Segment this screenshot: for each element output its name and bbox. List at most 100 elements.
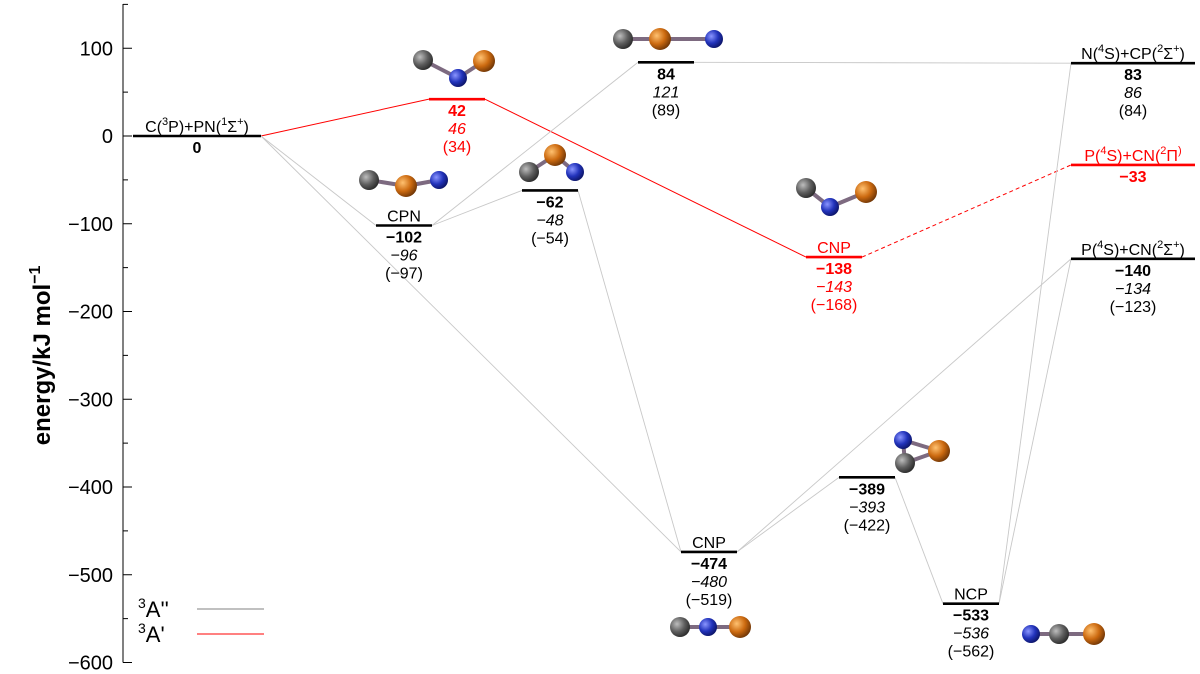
- atom-C: [413, 50, 433, 70]
- energy-paren-ts62: (−54): [531, 230, 569, 247]
- connector-reactants-ts42: [260, 98, 430, 137]
- atom-C: [670, 617, 690, 637]
- y-tick-label: −100: [68, 214, 113, 236]
- atom-P: [649, 28, 671, 50]
- connector-ts84-p1: [693, 61, 1072, 64]
- energy-levels: C(3P)+PN(1Σ+)04246(34)84121(89)CPN−102−9…: [133, 43, 1195, 661]
- energy-alt-ts84: 121: [653, 84, 680, 101]
- energy-paren-cpn: (−97): [385, 266, 423, 283]
- connector-cnp_lin-p3: [736, 258, 1072, 553]
- energy-alt-ts42: 46: [448, 121, 466, 138]
- molecule-ts389: [894, 431, 950, 473]
- y-tick-label: 0: [102, 126, 113, 148]
- atom-N: [894, 431, 912, 449]
- connector-cnp_lin-ts389: [736, 476, 840, 553]
- atom-N: [705, 30, 723, 48]
- atom-P: [395, 175, 417, 197]
- energy-value-ts389: −389: [849, 481, 885, 498]
- atom-P: [473, 50, 495, 72]
- energy-alt-p3: −134: [1115, 281, 1151, 298]
- atom-C: [1049, 624, 1069, 644]
- y-tick-label: −500: [68, 565, 113, 587]
- connector-ncp-p3: [998, 258, 1072, 604]
- molecule-ts42: [413, 50, 495, 87]
- energy-paren-cnp_tri: (−168): [811, 297, 858, 314]
- energy-paren-ts84: (89): [652, 102, 680, 119]
- energy-paren-ts389: (−422): [844, 517, 891, 534]
- level-name-p3: P(4S)+CN(2Σ+): [1081, 239, 1185, 259]
- energy-value-ts62: −62: [536, 194, 563, 211]
- atom-N: [430, 171, 448, 189]
- connector-reactants-cpn: [260, 135, 377, 226]
- molecule-ncp: [1022, 623, 1105, 645]
- energy-paren-ncp: (−562): [948, 644, 995, 661]
- energy-alt-ncp: −536: [953, 626, 989, 643]
- energy-alt-ts62: −48: [536, 212, 563, 229]
- energy-value-p2: −33: [1119, 169, 1146, 186]
- y-tick-label: 100: [80, 38, 113, 60]
- atom-C: [359, 170, 379, 190]
- molecule-cnp_lin: [670, 616, 751, 638]
- legend: 3A''3A': [138, 595, 264, 647]
- atom-P: [855, 181, 877, 203]
- energy-value-p3: −140: [1115, 263, 1151, 280]
- connector-reactants-cnp_lin: [260, 135, 682, 553]
- atom-N: [821, 198, 839, 216]
- energy-alt-cpn: −96: [390, 248, 417, 265]
- energy-alt-p1: 86: [1124, 85, 1142, 102]
- molecule-cnp_tri: [796, 178, 877, 216]
- energy-value-ncp: −533: [953, 608, 989, 625]
- connector-ts389-ncp: [894, 477, 944, 604]
- energy-alt-ts389: −393: [849, 499, 885, 516]
- energy-paren-ts42: (34): [443, 139, 471, 156]
- level-name-cnp_lin: CNP: [692, 535, 726, 552]
- connector-lines: [260, 61, 1072, 604]
- atom-P: [928, 440, 950, 462]
- level-name-p1: N(4S)+CP(2Σ+): [1081, 43, 1185, 63]
- energy-alt-cnp_tri: −143: [816, 279, 852, 296]
- energy-paren-cnp_lin: (−519): [686, 592, 733, 609]
- energy-value-reactants: 0: [193, 140, 202, 157]
- connector-ncp-p1: [998, 63, 1072, 604]
- y-tick-label: −300: [68, 389, 113, 411]
- atom-N: [449, 69, 467, 87]
- y-tick-label: −200: [68, 302, 113, 324]
- atom-C: [613, 29, 633, 49]
- atom-N: [566, 163, 584, 181]
- atom-P: [544, 144, 566, 166]
- y-tick-label: −400: [68, 477, 113, 499]
- atom-N: [699, 618, 717, 636]
- molecule-structures: [359, 28, 1105, 645]
- energy-alt-cnp_lin: −480: [691, 574, 727, 591]
- level-name-ncp: NCP: [954, 587, 988, 604]
- connector-cpn-ts84: [431, 61, 639, 226]
- energy-paren-p1: (84): [1119, 103, 1147, 120]
- atom-C: [519, 162, 539, 182]
- level-name-cpn: CPN: [387, 209, 421, 226]
- legend-label: 3A': [138, 620, 165, 647]
- atom-P: [729, 616, 751, 638]
- molecule-ts84: [613, 28, 723, 50]
- atom-C: [895, 453, 915, 473]
- level-name-reactants: C(3P)+PN(1Σ+): [145, 116, 249, 136]
- energy-paren-p3: (−123): [1110, 299, 1157, 316]
- connector-cpn-ts62: [431, 189, 523, 226]
- atom-N: [1022, 625, 1040, 643]
- atom-P: [1083, 623, 1105, 645]
- atom-C: [796, 178, 816, 198]
- energy-axis: 100 0 −100 −200 −300 −400 −500 −600 energy/kJ mo…: [27, 3, 132, 674]
- level-name-cnp_tri: CNP: [817, 240, 851, 257]
- level-name-p2: P(4S)+CN(2Π): [1084, 145, 1181, 165]
- energy-value-cnp_lin: −474: [691, 556, 727, 573]
- energy-value-cnp_tri: −138: [816, 261, 852, 278]
- molecule-ts62: [519, 144, 584, 182]
- connector-ts42-cnp_tri: [484, 98, 807, 258]
- energy-value-p1: 83: [1124, 67, 1142, 84]
- y-axis-label: energy/kJ mol−1: [27, 265, 56, 445]
- energy-value-ts42: 42: [448, 103, 466, 120]
- legend-label: 3A'': [138, 595, 169, 622]
- y-tick-label: −600: [68, 653, 113, 674]
- energy-value-cpn: −102: [386, 230, 422, 247]
